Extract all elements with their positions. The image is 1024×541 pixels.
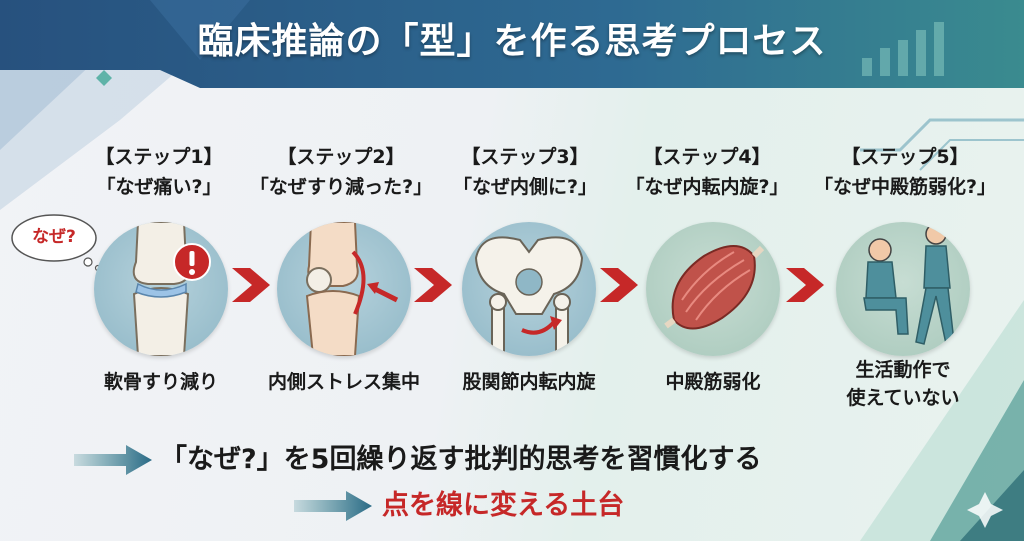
step-3-header: 【ステップ3】 「なぜ内側に?」 — [430, 142, 620, 202]
summary-line-2: 点を線に変える土台 — [382, 490, 625, 521]
page-title: 臨床推論の「型」を作る思考プロセス — [197, 21, 827, 62]
step-2-question: 「なぜすり減った?」 — [249, 176, 433, 198]
pelvis-hip-icon — [462, 222, 596, 356]
warning-exclamation-icon — [173, 243, 211, 281]
step-1-label: 【ステップ1】 — [95, 146, 223, 168]
step-4-question: 「なぜ内転内旋?」 — [625, 176, 789, 198]
step-1-header: 【ステップ1】 「なぜ痛い?」 — [64, 142, 254, 202]
step-2-header: 【ステップ2】 「なぜすり減った?」 — [246, 142, 436, 202]
knee-medial-stress-icon — [277, 222, 411, 356]
step-4-caption: 中殿筋弱化 — [665, 371, 761, 393]
step-5-label: 【ステップ5】 — [841, 146, 969, 168]
step-2-label: 【ステップ2】 — [277, 146, 405, 168]
step-5-caption-line2: 使えていない — [846, 387, 960, 409]
step-5-caption-line1: 生活動作で — [855, 359, 951, 381]
chevron-right-icon — [786, 268, 824, 302]
chevron-right-icon — [414, 268, 452, 302]
step-5-question: 「なぜ中殿筋弱化?」 — [813, 176, 997, 198]
step-5-header: 【ステップ5】 「なぜ中殿筋弱化?」 — [810, 142, 1000, 202]
chevron-right-icon — [600, 268, 638, 302]
step-1-caption: 軟骨すり減り — [103, 371, 218, 393]
bubble-text: なぜ? — [32, 227, 76, 247]
title-band — [0, 0, 1024, 88]
arrow-right-icon — [74, 445, 152, 475]
arrow-right-icon — [294, 491, 372, 521]
step-1-question: 「なぜ痛い?」 — [96, 176, 222, 198]
person-sitting-walking-icon — [836, 222, 970, 356]
muscle-icon — [646, 222, 780, 356]
chevron-right-icon — [232, 268, 270, 302]
step-4-header: 【ステップ4】 「なぜ内転内旋?」 — [612, 142, 802, 202]
bar-chart-decoration-icon — [862, 22, 944, 76]
step-3-caption: 股関節内転内旋 — [462, 371, 596, 393]
step-3-question: 「なぜ内側に?」 — [452, 176, 598, 198]
knee-cartilage-icon — [94, 222, 228, 356]
step-2-caption: 内側ストレス集中 — [267, 371, 420, 393]
step-4-label: 【ステップ4】 — [643, 146, 771, 168]
step-3-label: 【ステップ3】 — [461, 146, 589, 168]
summary-line-1: 「なぜ?」を5回繰り返す批判的思考を習慣化する — [160, 444, 762, 475]
